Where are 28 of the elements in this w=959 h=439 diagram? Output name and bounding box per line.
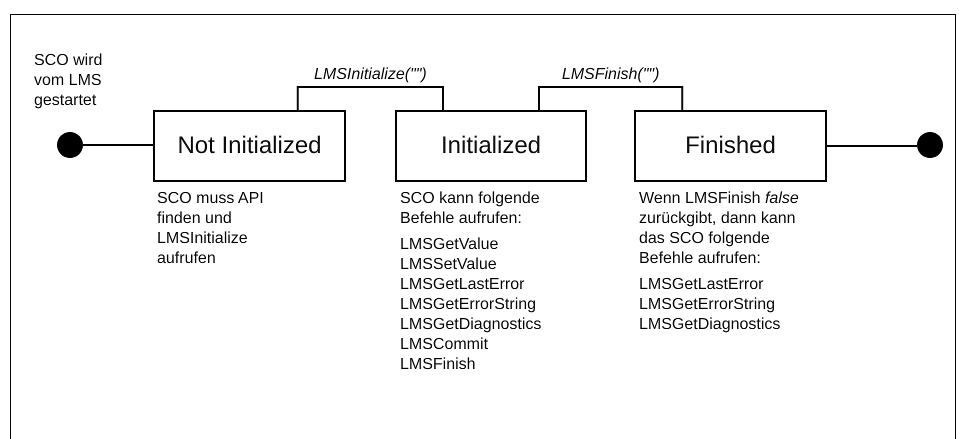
command-name: LMSGetValue (400, 235, 500, 255)
state-description: SCO wird vom LMS gestartet (34, 51, 104, 111)
command-name: LMSGetDiagnostics (639, 315, 782, 335)
command-name: LMSGetLastError (639, 275, 764, 295)
command-name: LMSGetErrorString (400, 295, 538, 315)
command-name: LMSGetLastError (400, 275, 526, 295)
edge-label: LMSInitialize("") (312, 66, 429, 84)
command-name: LMSCommit (400, 335, 490, 355)
state-name: Finished (685, 132, 776, 160)
transition-line (296, 86, 444, 110)
state-box (395, 110, 587, 182)
transition-line (827, 145, 917, 147)
command-name: LMSGetDiagnostics (400, 315, 542, 335)
state-name: Not Initialized (177, 132, 322, 160)
command-name: LMSSetValue (400, 255, 498, 275)
state-box (153, 110, 346, 182)
transition-line (83, 144, 153, 146)
command-name: LMSFinish (400, 355, 477, 375)
state-description: SCO kann folgende Befehle aufrufen: (400, 189, 541, 229)
state-name: Initialized (440, 132, 542, 160)
state-dot (917, 132, 943, 158)
transition-line (538, 86, 684, 110)
command-name: LMSGetErrorString (639, 295, 776, 315)
state-dot (57, 132, 83, 158)
state-box (634, 110, 827, 182)
state-description: SCO muss API finden und LMSInitialize aufrufen (157, 189, 265, 269)
state-description: Wenn LMSFinish false zurückgibt, dann kann das SCO folgende Befehle aufrufen: (639, 189, 800, 269)
edge-label: LMSFinish("") (560, 66, 662, 84)
